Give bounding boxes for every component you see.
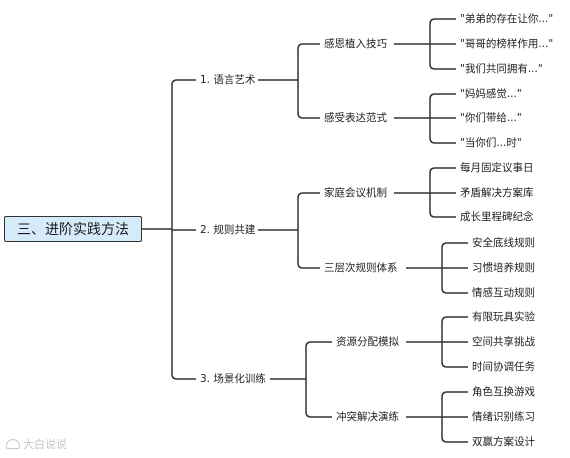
leaf-item[interactable]: 时间协调任务: [472, 361, 535, 373]
leaf-item[interactable]: 情感互动规则: [472, 287, 535, 299]
edge-b2-trunk: [305, 341, 332, 418]
node-gratitude-technique[interactable]: 感恩植入技巧: [324, 38, 387, 50]
leaf-item[interactable]: "弟弟的存在让你...": [460, 13, 554, 25]
node-three-level-rules[interactable]: 三层次规则体系: [324, 262, 398, 274]
watermark-logo-icon: [6, 439, 20, 449]
leaf-item[interactable]: 成长里程碑纪念: [460, 211, 534, 223]
node-resource-allocation[interactable]: 资源分配模拟: [336, 336, 399, 348]
watermark-text: 大白说说: [23, 438, 67, 451]
leaf-item[interactable]: 情绪识别练习: [472, 411, 535, 423]
node-conflict-resolution[interactable]: 冲突解决演练: [336, 411, 399, 423]
leaf-item[interactable]: 角色互换游戏: [472, 386, 535, 398]
leaf-item[interactable]: "当你们...时": [460, 137, 522, 149]
leaf-item[interactable]: "哥哥的榜样作用...": [460, 38, 554, 50]
node-family-meeting[interactable]: 家庭会议机制: [324, 187, 387, 199]
edge-b1-trunk: [297, 192, 320, 269]
branch-scenario-training[interactable]: 3. 场景化训练: [200, 373, 266, 385]
leaf-item[interactable]: 空间共享挑战: [472, 336, 535, 348]
leaf-item[interactable]: "你们带给...": [460, 112, 522, 124]
leaf-item[interactable]: 每月固定议事日: [460, 162, 534, 174]
leaf-item[interactable]: 有限玩具实验: [472, 311, 535, 323]
branch-language-art[interactable]: 1. 语言艺术: [200, 74, 256, 86]
leaf-item[interactable]: 矛盾解决方案库: [460, 187, 534, 199]
leaf-item[interactable]: 双赢方案设计: [472, 436, 535, 448]
branch-rule-building[interactable]: 2. 规则共建: [200, 224, 256, 236]
node-feeling-expression[interactable]: 感受表达范式: [324, 112, 387, 124]
edge-b0-trunk: [297, 43, 320, 119]
leaf-item[interactable]: "我们共同拥有...": [460, 63, 543, 75]
watermark: 大白说说: [6, 436, 67, 452]
root-node[interactable]: 三、进阶实践方法: [4, 216, 142, 242]
leaf-item[interactable]: "妈妈感觉...": [460, 88, 522, 100]
leaf-item[interactable]: 安全底线规则: [472, 237, 535, 249]
leaf-item[interactable]: 习惯培养规则: [472, 262, 535, 274]
